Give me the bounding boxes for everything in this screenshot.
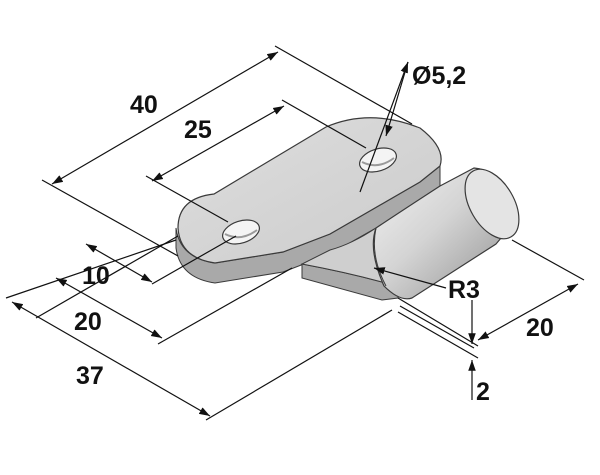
dim-r3-leader [373, 267, 447, 289]
dim-10-line [85, 243, 153, 283]
dim-2-ext-top [397, 297, 479, 347]
dim-25-ext-right [281, 99, 367, 149]
dim-dia-leader-top [385, 61, 409, 137]
dim-37-ext-top [5, 239, 177, 299]
hole-right [359, 147, 397, 173]
dimension-lines [5, 45, 585, 421]
dim-25-line [151, 105, 285, 182]
label-fillet-radius: R3 [448, 276, 480, 304]
label-offset-small: 10 [82, 262, 110, 290]
fillet-edge [373, 227, 387, 287]
label-thickness: 2 [476, 378, 490, 406]
dim-20r-ext-bottom [399, 305, 475, 349]
cylinder-end-cap [464, 168, 520, 240]
label-offset-mid: 20 [74, 308, 102, 336]
dim-25-ext-left [145, 175, 229, 223]
dim-40-line [51, 51, 279, 185]
dim-40-ext-right [274, 45, 413, 125]
dim-20r-ext-top [511, 239, 585, 281]
label-overall-width: 37 [76, 362, 104, 390]
dim-2-ext-bottom [397, 311, 479, 359]
label-hole-diameter: Ø5,2 [412, 62, 466, 90]
dim-dia-leader [359, 61, 409, 193]
dim-37-line [11, 301, 211, 417]
dim-10-ext [151, 235, 237, 285]
dim-37-ext-bottom [205, 309, 393, 421]
label-tab-width: 20 [526, 314, 554, 342]
dim-40-ext-left [41, 179, 179, 257]
label-overall-length: 40 [130, 91, 158, 119]
dimension-labels: 40 25 Ø5,2 10 20 37 R3 20 2 [74, 62, 554, 406]
part-body [175, 117, 520, 301]
dim-20r-line [477, 283, 579, 341]
label-hole-spacing: 25 [184, 116, 212, 144]
